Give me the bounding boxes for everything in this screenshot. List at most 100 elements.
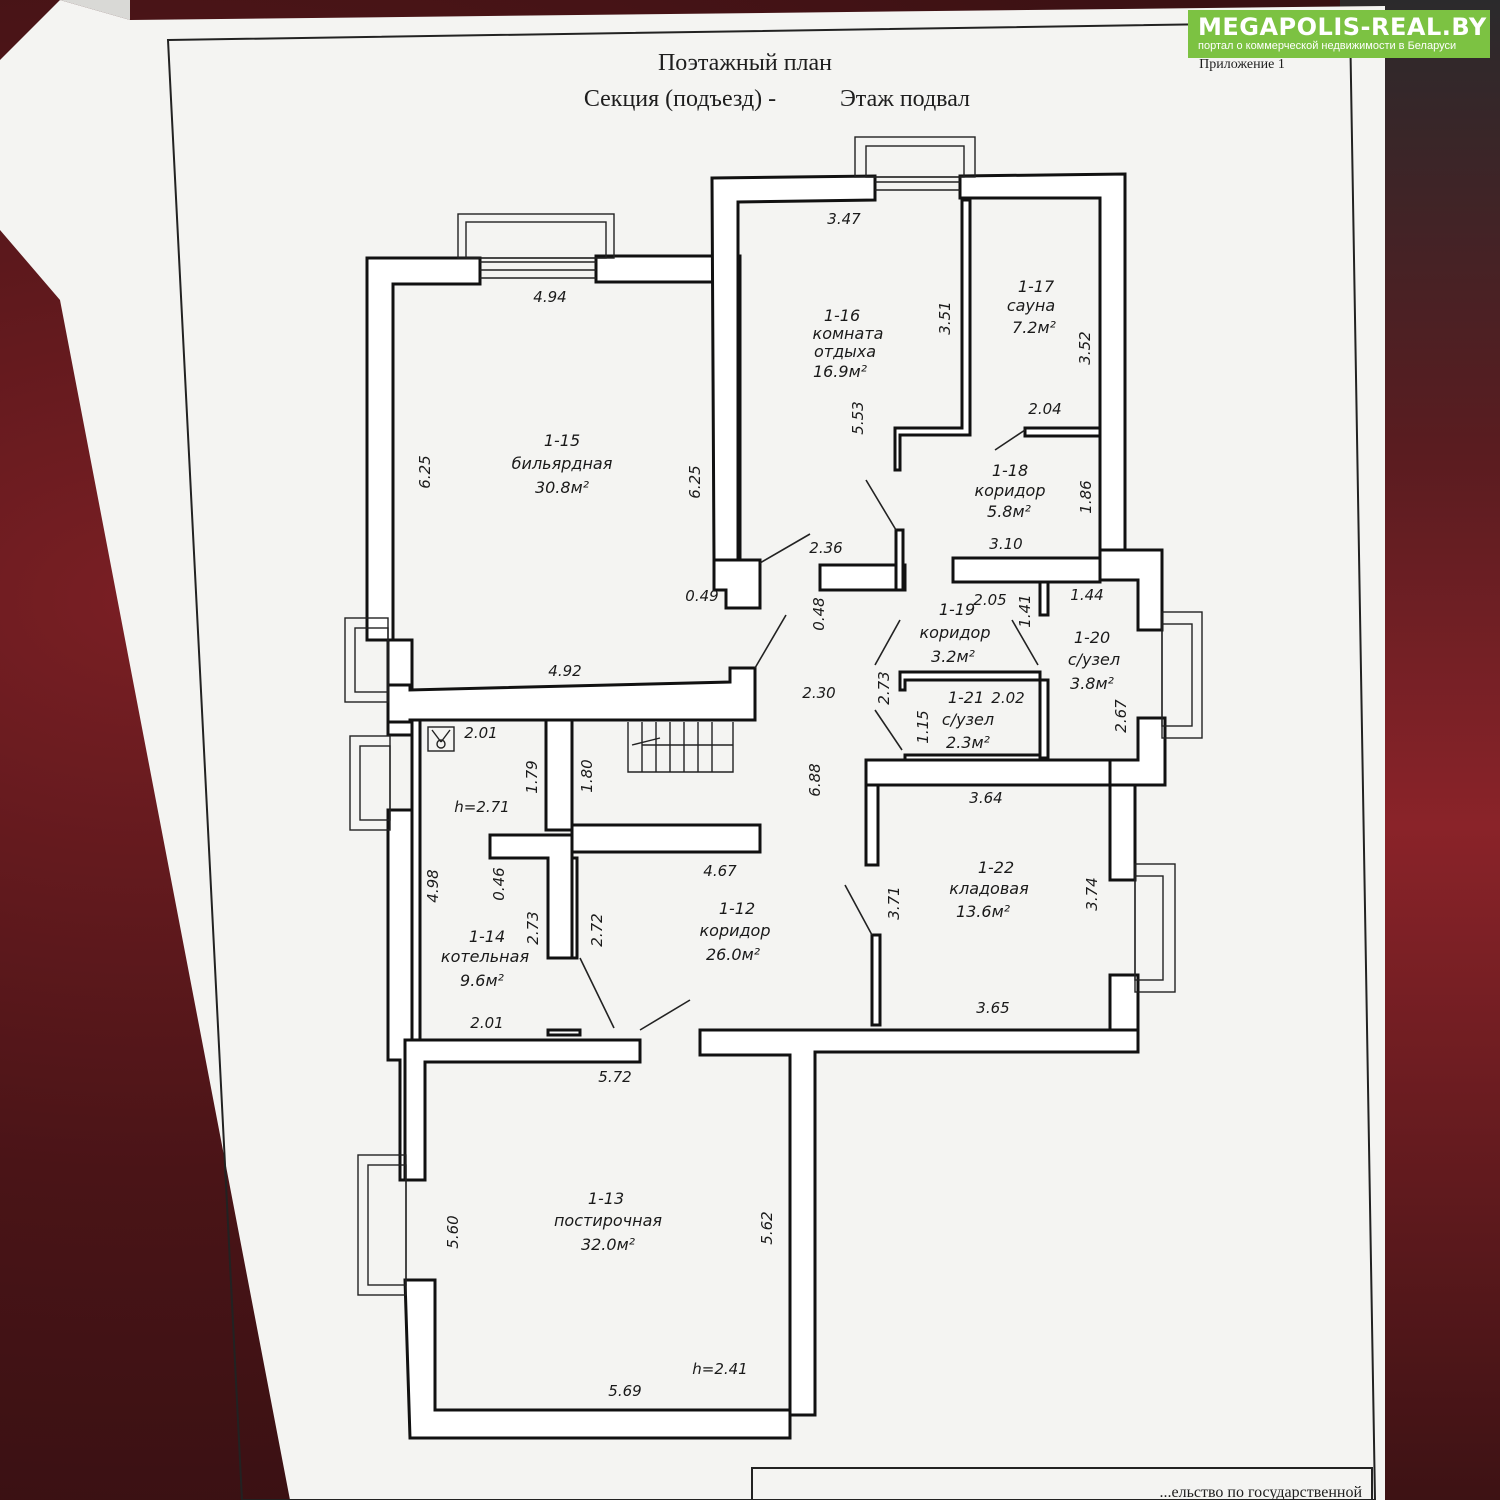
svg-text:комната: комната [813,324,884,343]
svg-text:6.25: 6.25 [686,465,704,498]
paper-curl [0,0,130,20]
room-1-15: 1-15 бильярдная 30.8м² [512,431,613,497]
watermark-brand: MEGAPOLIS-REAL.BY [1198,13,1487,41]
outer-walls [365,172,1167,1440]
svg-text:3.71: 3.71 [885,886,903,919]
svg-text:1.15: 1.15 [914,710,932,743]
watermark-tagline: портал о коммерческой недвижимости в Бел… [1198,40,1457,52]
svg-text:1-16: 1-16 [824,306,860,325]
svg-text:1.44: 1.44 [1070,586,1103,604]
svg-text:постирочная: постирочная [554,1211,662,1230]
room-1-13: 1-13 постирочная 32.0м² [554,1189,662,1254]
boiler-symbol-icon [427,726,455,752]
svg-text:1-15: 1-15 [544,431,580,450]
svg-text:2.02: 2.02 [991,689,1024,707]
megapolis-watermark-logo: MEGAPOLIS-REAL.BY портал о коммерческой … [1188,10,1490,58]
svg-text:9.6м²: 9.6м² [460,971,505,990]
svg-text:26.0м²: 26.0м² [706,945,761,964]
room-1-22: 1-22 кладовая 13.6м² [949,858,1029,921]
svg-text:бильярдная: бильярдная [512,454,613,473]
svg-text:4.94: 4.94 [533,288,566,306]
room-1-16: 1-16 комната отдыха 16.9м² [813,306,884,381]
svg-text:2.01: 2.01 [470,1014,503,1032]
paper-sheet [0,0,1385,1500]
room-1-14: 1-14 котельная 9.6м² [441,927,530,990]
svg-text:1-19: 1-19 [939,600,975,619]
svg-text:5.72: 5.72 [598,1068,631,1086]
room-1-19: 1-19 коридор 3.2м² [919,600,990,666]
svg-text:1-20: 1-20 [1074,628,1110,647]
svg-text:1-21: 1-21 [948,688,984,707]
plan-floor-label: Этаж подвал [840,86,970,112]
svg-text:3.8м²: 3.8м² [1070,674,1115,693]
svg-text:5.8м²: 5.8м² [987,502,1032,521]
svg-text:1.41: 1.41 [1016,594,1034,627]
doors [579,429,1039,1031]
svg-text:1-14: 1-14 [469,927,505,946]
svg-text:1.80: 1.80 [578,759,596,792]
svg-text:3.2м²: 3.2м² [931,647,976,666]
svg-text:коридор: коридор [974,481,1045,500]
svg-text:коридор: коридор [919,623,990,642]
svg-text:4.67: 4.67 [703,862,737,880]
svg-text:с/узел: с/узел [1068,650,1120,669]
svg-text:с/узел: с/узел [942,710,994,729]
room-1-12: 1-12 коридор 26.0м² [699,899,770,964]
svg-text:2.67: 2.67 [1112,699,1130,733]
svg-text:5.60: 5.60 [444,1215,462,1248]
svg-text:2.73: 2.73 [875,671,893,704]
svg-text:6.25: 6.25 [416,455,434,488]
appendix-label: Приложение 1 [1199,57,1285,72]
svg-text:1-17: 1-17 [1018,277,1055,296]
footer-text-fragment: ...ельство по государственной [1159,1484,1362,1500]
svg-text:32.0м²: 32.0м² [581,1235,636,1254]
svg-text:1-22: 1-22 [978,858,1014,877]
svg-text:6.88: 6.88 [806,763,824,796]
plan-section-label: Секция (подъезд) - [584,86,776,112]
svg-text:сауна: сауна [1007,296,1055,315]
svg-text:2.73: 2.73 [524,911,542,944]
svg-text:котельная: котельная [441,947,530,966]
plan-title: Поэтажный план [658,50,832,76]
svg-text:отдыха: отдыха [814,342,876,361]
svg-text:2.05: 2.05 [973,591,1006,609]
svg-text:3.47: 3.47 [827,210,861,228]
svg-text:2.36: 2.36 [809,539,842,557]
svg-text:5.53: 5.53 [849,401,867,434]
page-frame [166,20,1377,1500]
dimension-labels: 3.47 4.94 3.51 3.52 2.04 5.53 6.25 6.25 … [416,210,1130,1400]
svg-text:4.98: 4.98 [424,869,442,902]
svg-text:1-13: 1-13 [588,1189,624,1208]
svg-text:30.8м²: 30.8м² [535,478,590,497]
svg-text:1-12: 1-12 [719,899,755,918]
svg-text:2.30: 2.30 [802,684,835,702]
room-1-21: 1-21 с/узел 2.3м² [942,688,994,752]
svg-text:0.48: 0.48 [810,597,828,630]
svg-text:1.86: 1.86 [1077,480,1095,513]
svg-text:2.04: 2.04 [1028,400,1061,418]
svg-text:5.69: 5.69 [608,1382,641,1400]
svg-text:4.92: 4.92 [548,662,581,680]
svg-text:13.6м²: 13.6м² [956,902,1011,921]
windows [344,136,1203,1296]
svg-text:3.10: 3.10 [989,535,1022,553]
bottom-stamp-frame [751,1467,1373,1500]
svg-text:3.65: 3.65 [976,999,1009,1017]
svg-text:3.74: 3.74 [1083,877,1101,910]
svg-text:3.51: 3.51 [936,301,954,334]
svg-text:1-18: 1-18 [992,461,1028,480]
svg-text:2.01: 2.01 [464,724,497,742]
room-1-17: 1-17 сауна 7.2м² [1007,277,1057,337]
svg-text:5.62: 5.62 [758,1211,776,1244]
ceiling-height-laundry: h=2.41 [692,1360,747,1378]
svg-text:2.3м²: 2.3м² [946,733,991,752]
svg-text:7.2м²: 7.2м² [1012,318,1057,337]
svg-text:16.9м²: 16.9м² [813,362,868,381]
svg-text:0.46: 0.46 [490,867,508,900]
svg-text:1.79: 1.79 [523,760,541,793]
svg-text:коридор: коридор [699,921,770,940]
room-1-18: 1-18 коридор 5.8м² [974,461,1045,521]
staircase [627,722,734,773]
ceiling-height-boiler: h=2.71 [454,798,509,816]
